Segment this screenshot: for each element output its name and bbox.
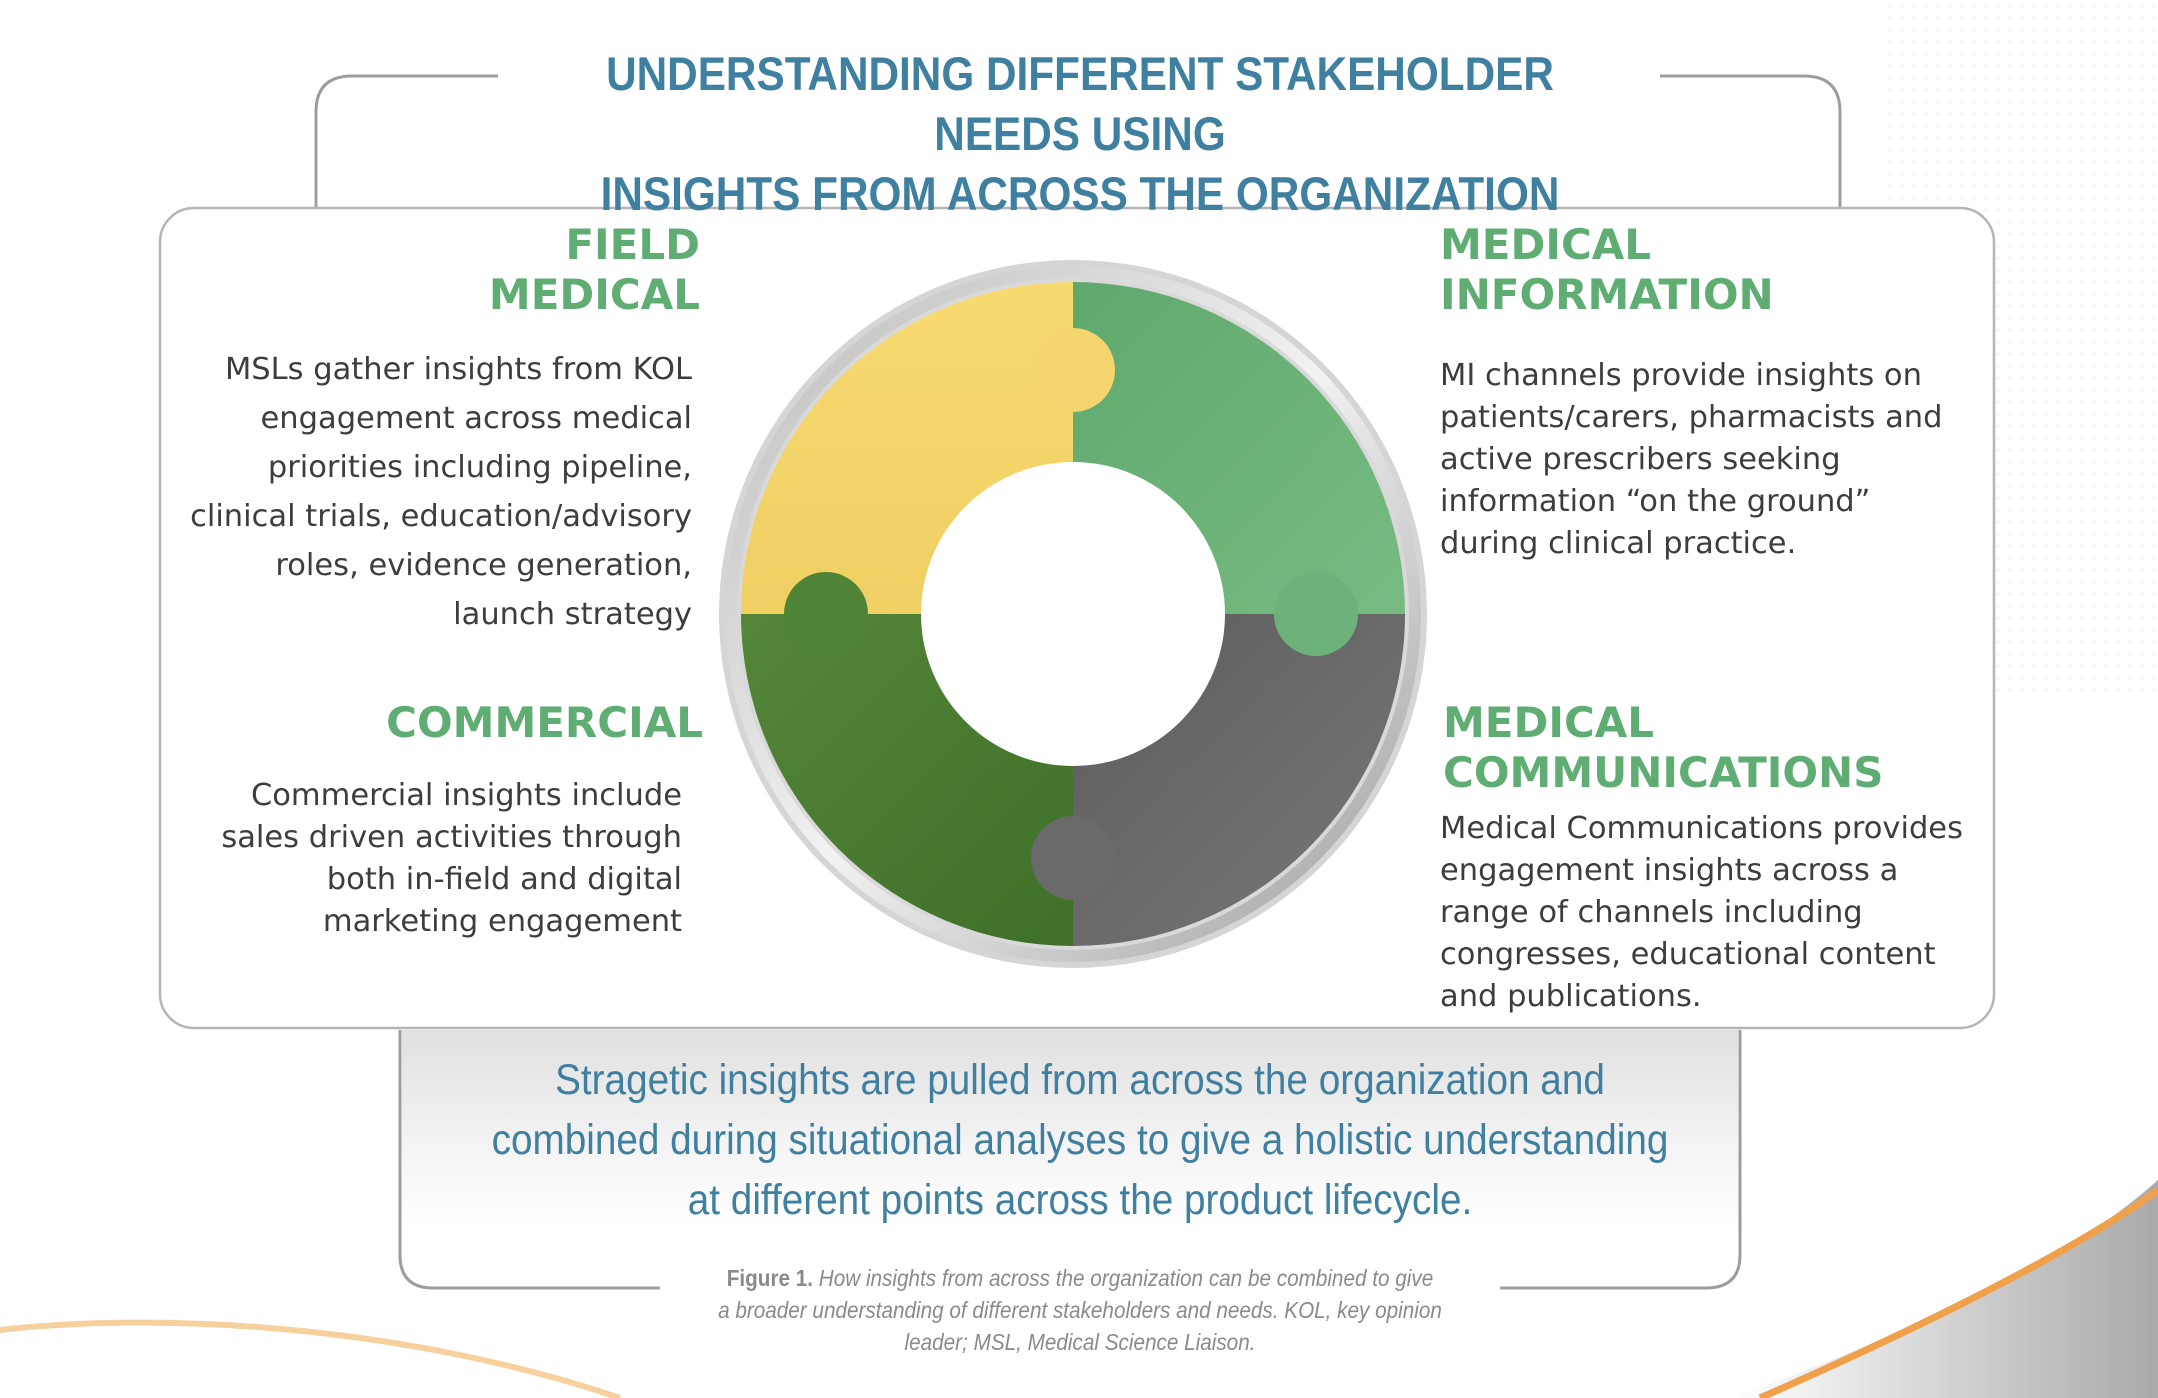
description-line: both in-field and digital (326, 862, 682, 897)
heading-line: MEDICAL (1443, 698, 1655, 747)
heading-line: FIELD (565, 220, 700, 269)
title-line-2: INSIGHTS FROM ACROSS THE ORGANIZATION (600, 167, 1560, 220)
description-line: launch strategy (453, 597, 692, 632)
heading-line: MEDICAL (488, 270, 700, 319)
description-line: active prescribers seeking (1440, 442, 1841, 477)
figure-caption: Figure 1. How insights from across the o… (684, 1262, 1476, 1358)
description-line: MSLs gather insights from KOL (224, 352, 692, 387)
commercial-heading: COMMERCIAL (300, 698, 703, 748)
bottom-left-swoosh (0, 1319, 621, 1398)
knob-light-green (1274, 572, 1358, 656)
summary-text: Stragetic insights are pulled from acros… (486, 1050, 1674, 1230)
description-line: and publications. (1440, 979, 1702, 1014)
description-line: information “on the ground” (1440, 484, 1871, 519)
field-medical-heading: FIELD MEDICAL (300, 220, 700, 320)
summary-line: at different points across the product l… (687, 1176, 1473, 1224)
description-line: Medical Communications provides (1440, 811, 1963, 846)
description-line: priorities including pipeline, (267, 450, 692, 485)
heading-line: COMMUNICATIONS (1443, 748, 1884, 797)
caption-line-3: leader; MSL, Medical Science Liaison. (904, 1329, 1256, 1355)
description-line: sales driven activities through (221, 820, 682, 855)
puzzle-disc (719, 260, 1427, 968)
knob-gray (1031, 816, 1115, 900)
description-line: marketing engagement (322, 904, 682, 939)
medical-information-heading: MEDICAL INFORMATION (1440, 220, 2040, 320)
corner-swoosh-orange (1758, 1187, 2158, 1398)
heading-line: COMMERCIAL (386, 698, 703, 747)
heading-line: MEDICAL (1440, 220, 1652, 269)
description-line: Commercial insights include (250, 778, 682, 813)
field-medical-description: MSLs gather insights from KOL engagement… (120, 345, 692, 639)
figure-label: Figure 1. (726, 1265, 814, 1291)
description-line: MI channels provide insights on (1440, 358, 1922, 393)
commercial-description: Commercial insights include sales driven… (120, 775, 682, 943)
page-title: UNDERSTANDING DIFFERENT STAKEHOLDER NEED… (540, 44, 1620, 224)
description-line: patients/carers, pharmacists and (1440, 400, 1943, 435)
medical-information-description: MI channels provide insights on patients… (1440, 355, 2080, 565)
summary-line: Stragetic insights are pulled from acros… (555, 1056, 1605, 1104)
description-line: range of channels including (1440, 895, 1863, 930)
medical-communications-description: Medical Communications provides engageme… (1440, 808, 2080, 1018)
description-line: clinical trials, education/advisory (190, 499, 692, 534)
medical-communications-heading: MEDICAL COMMUNICATIONS (1443, 698, 2083, 798)
title-line-1: UNDERSTANDING DIFFERENT STAKEHOLDER NEED… (606, 47, 1554, 160)
knob-yellow (1031, 328, 1115, 412)
summary-line: combined during situational analyses to … (491, 1116, 1669, 1164)
description-line: engagement across medical (260, 401, 692, 436)
caption-line-2: a broader understanding of different sta… (718, 1297, 1442, 1323)
caption-line-1: How insights from across the organizatio… (818, 1265, 1434, 1291)
description-line: engagement insights across a (1440, 853, 1899, 888)
description-line: roles, evidence generation, (275, 548, 692, 583)
disc-center (921, 462, 1225, 766)
title-bracket-right (1660, 74, 1842, 208)
corner-swoosh-grey (1730, 1180, 2158, 1398)
summary-box (402, 1030, 1738, 1230)
knob-dark-green (784, 572, 868, 656)
description-line: during clinical practice. (1440, 526, 1797, 561)
heading-line: INFORMATION (1440, 270, 1774, 319)
description-line: congresses, educational content (1440, 937, 1936, 972)
title-bracket-left (314, 74, 498, 208)
